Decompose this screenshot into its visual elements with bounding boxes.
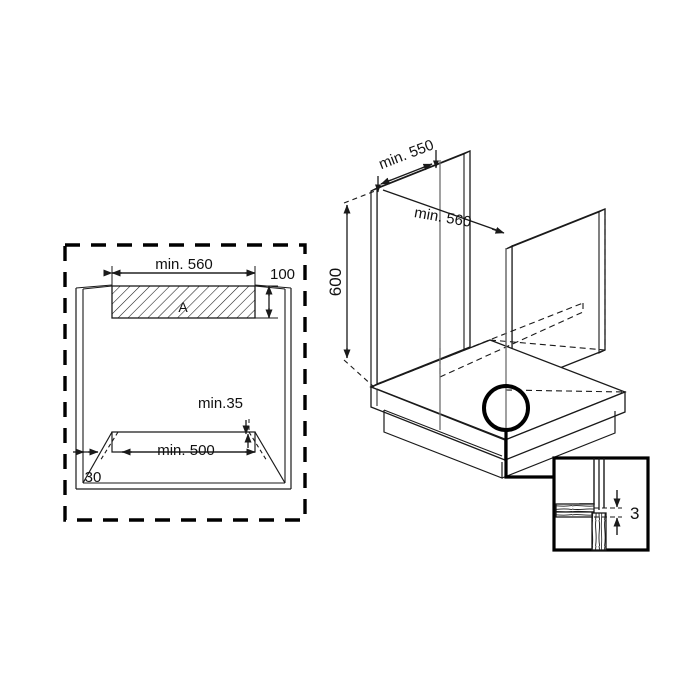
- front-elevation-view: A min. 560: [63, 243, 307, 522]
- dimension-gap-3-label: 3: [630, 504, 639, 523]
- dimension-block-height-label: 100: [270, 266, 295, 283]
- installation-envelope-dashed-border: [63, 243, 307, 522]
- isometric-cabinet-view: min. 550 min. 560 600: [326, 137, 627, 479]
- dimension-min35: min.35: [198, 395, 252, 448]
- dimension-min35-label: min.35: [198, 395, 243, 412]
- detail-worktop-member: [555, 503, 595, 518]
- dimension-top-width: min. 560: [103, 256, 256, 286]
- dimension-gap-3: 3: [613, 490, 639, 535]
- dimension-block-height: 100: [255, 266, 295, 319]
- detail-vertical-wood-member: [591, 512, 607, 551]
- dimension-bottom-width: min. 500: [121, 442, 256, 459]
- cabinet-base-plinth: [369, 302, 627, 479]
- detail-callout-leader: [504, 430, 554, 479]
- dimension-side-offset-label: 30: [85, 469, 102, 486]
- detail-callout-worktop: 3: [552, 456, 650, 552]
- dimension-side-offset: 30: [73, 448, 102, 486]
- cabinet-base-recess: [82, 419, 286, 484]
- dimension-bottom-width-label: min. 500: [157, 442, 215, 459]
- dimension-height: 600: [326, 190, 376, 388]
- dimension-height-label: 600: [326, 268, 345, 296]
- left-side-panel: [370, 150, 471, 388]
- block-a-label: A: [178, 299, 188, 315]
- block-a-hatched-region: [111, 285, 256, 319]
- dimension-top-width-label: min. 560: [155, 256, 213, 273]
